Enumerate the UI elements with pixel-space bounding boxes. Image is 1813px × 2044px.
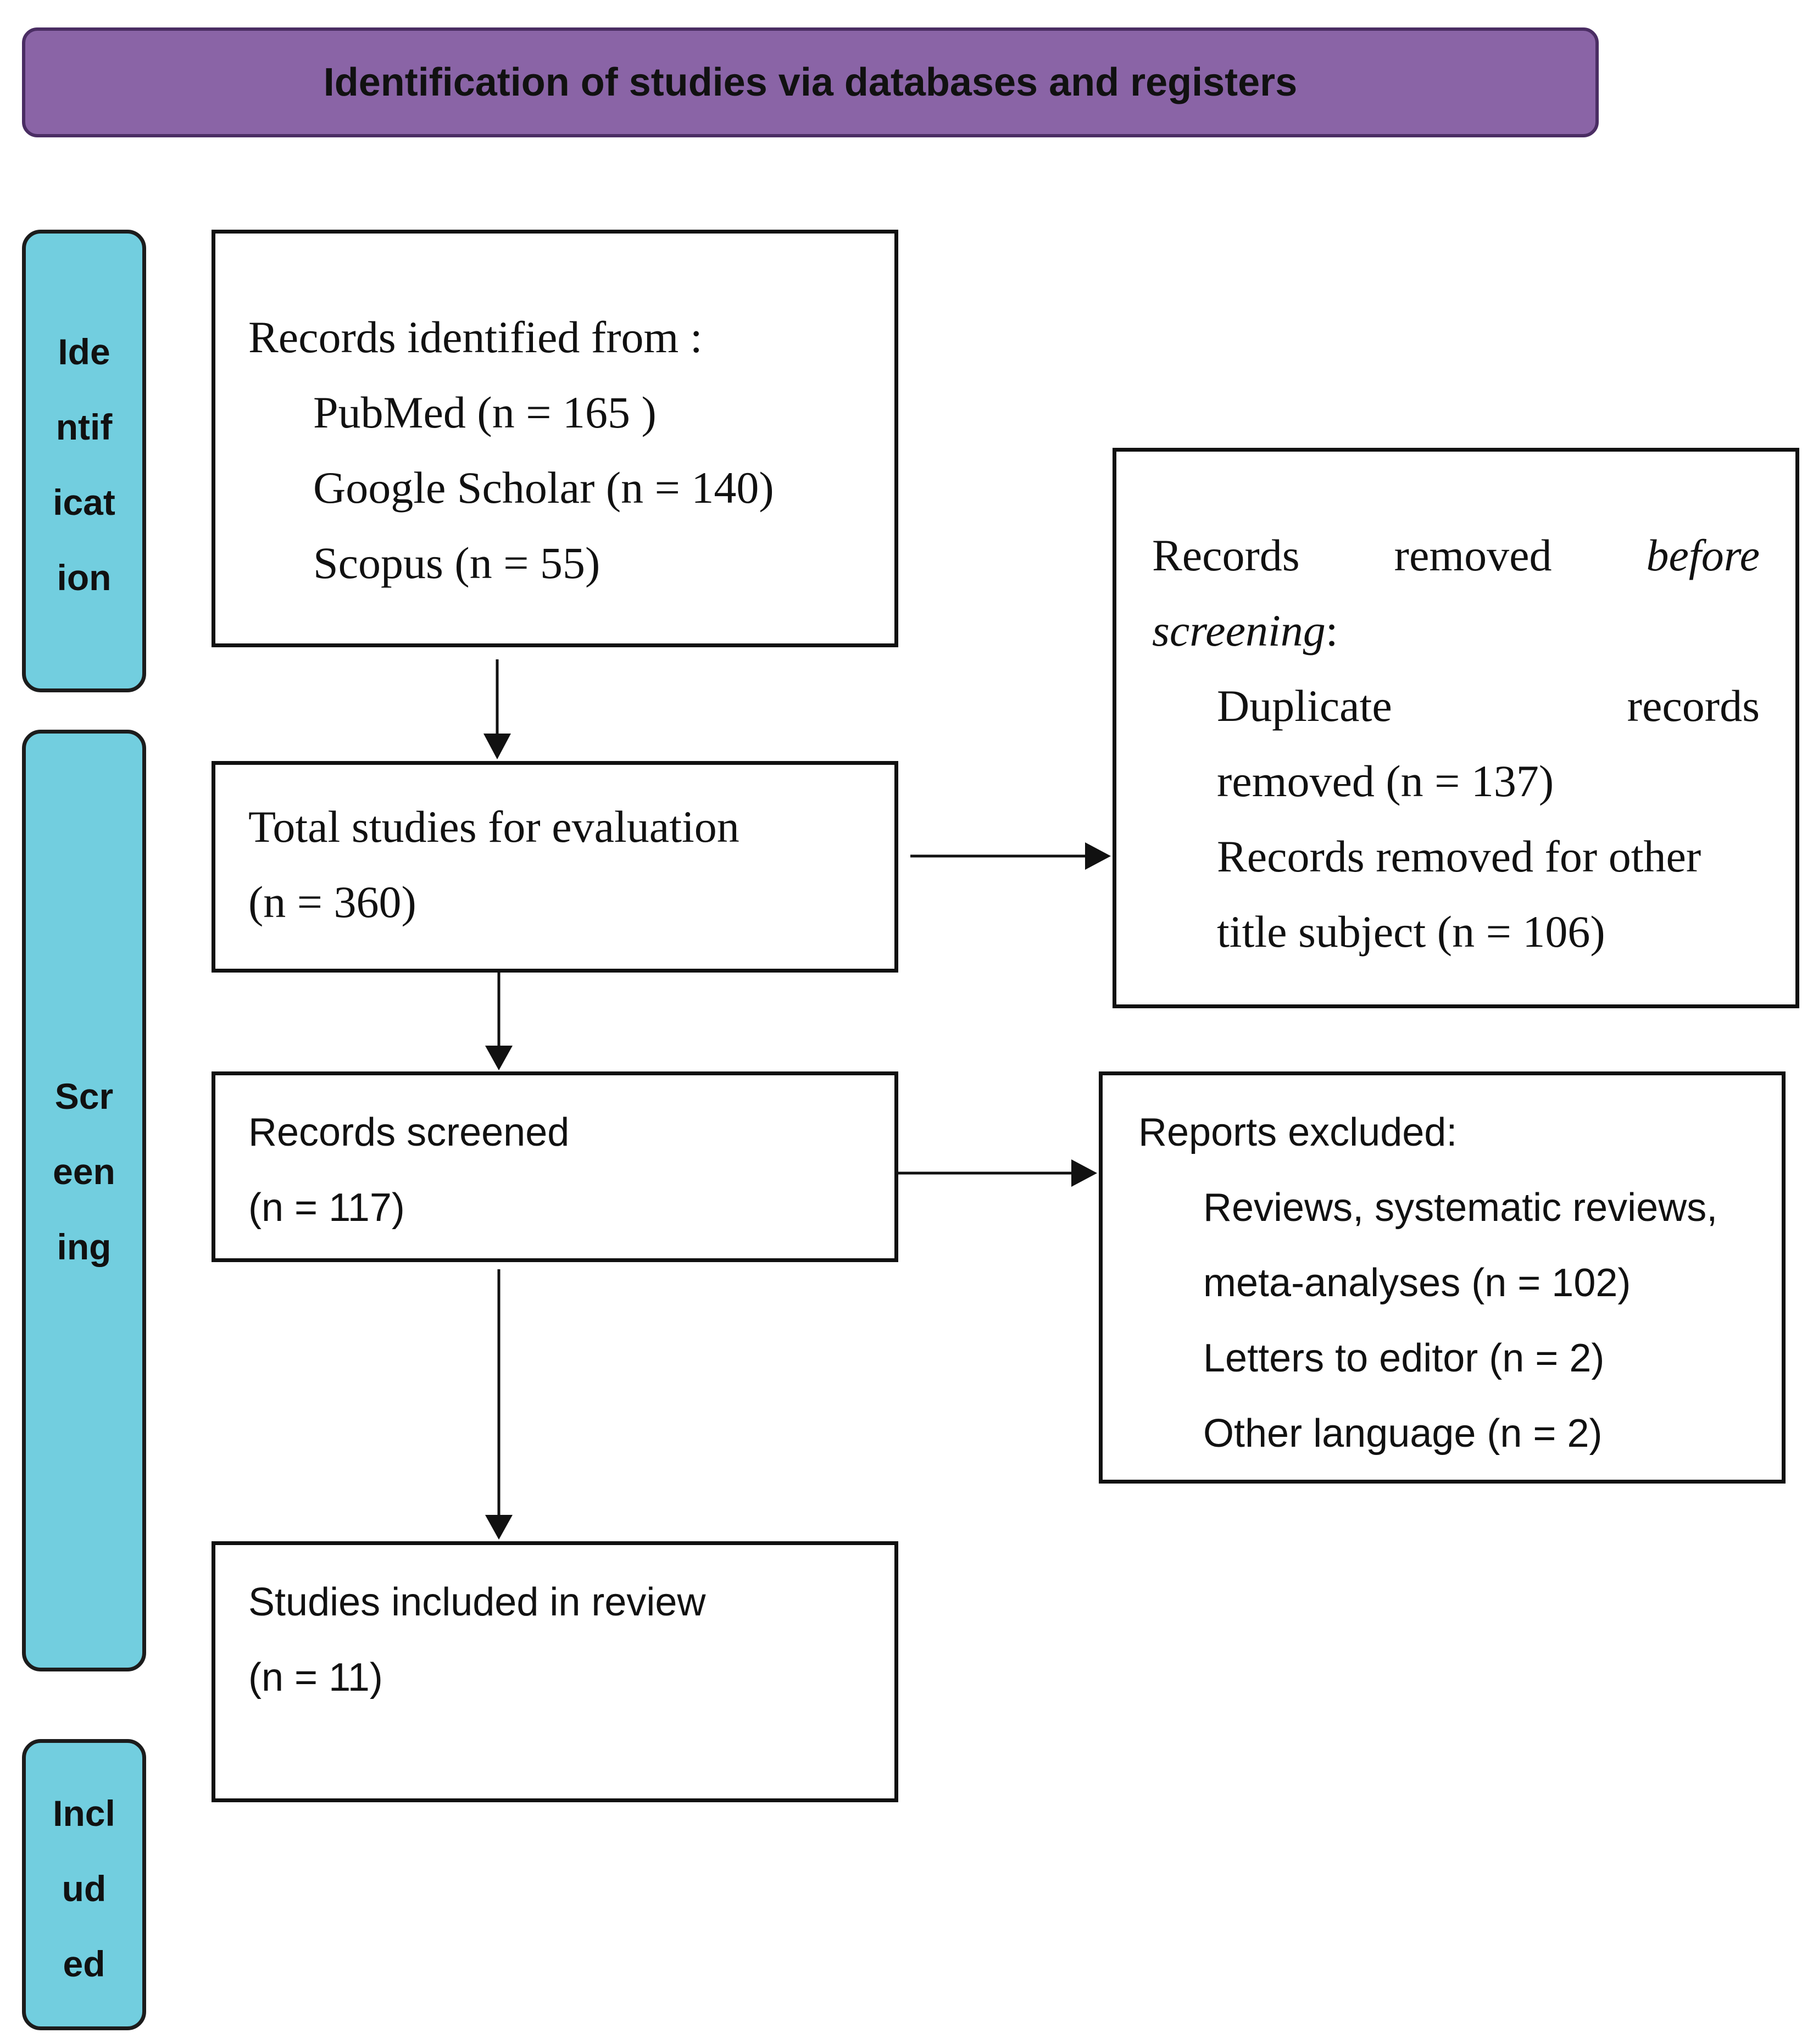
arrowhead <box>1071 1159 1097 1187</box>
arrowhead <box>483 734 511 759</box>
total-studies-label: Total studies for evaluation <box>248 802 739 852</box>
records-removed-box: Records removed before screening: Duplic… <box>1113 448 1799 1008</box>
records-removed-heading-cont: screening: <box>1152 593 1760 668</box>
header-title: Identification of studies via databases … <box>323 60 1298 104</box>
phase-identification-line: Ide <box>58 331 110 372</box>
phase-identification-line: ntif <box>55 407 113 447</box>
records-removed-heading: Records removed before <box>1152 518 1760 593</box>
reports-excluded-heading: Reports excluded: <box>1138 1110 1458 1154</box>
phase-screening-line: ing <box>57 1226 112 1267</box>
source-scopus: Scopus (n = 55) <box>313 538 600 588</box>
total-studies-box: Total studies for evaluation (n = 360) <box>212 761 898 973</box>
heading-word-italic: screening <box>1152 606 1326 656</box>
other-title-count: title subject (n = 106) <box>1217 907 1605 957</box>
records-identified-heading: Records identified from : <box>248 312 703 362</box>
heading-word: removed <box>1394 530 1552 580</box>
other-title-line: Records removed for other <box>1217 831 1701 881</box>
excluded-letters: Letters to editor (n = 2) <box>1203 1336 1605 1380</box>
duplicate-records-line: Duplicate records <box>1152 668 1760 743</box>
phase-identification: Ide ntif icat ion <box>22 230 146 692</box>
duplicate-records-count: removed (n = 137) <box>1217 756 1554 806</box>
heading-colon: : <box>1325 606 1338 656</box>
heading-word: Records <box>1152 530 1300 580</box>
phase-identification-line: icat <box>53 482 115 523</box>
source-google-scholar: Google Scholar (n = 140) <box>313 463 774 513</box>
phase-screening-line: Scr <box>54 1076 114 1117</box>
studies-included-label: Studies included in review <box>248 1580 706 1624</box>
arrowhead <box>485 1046 513 1070</box>
arrowhead <box>485 1515 513 1540</box>
records-screened-box: Records screened (n = 117) <box>212 1071 898 1262</box>
phase-included-line: Incl <box>53 1793 115 1834</box>
phase-included: Incl ud ed <box>22 1739 146 2030</box>
source-pubmed: PubMed (n = 165 ) <box>313 387 657 437</box>
total-studies-count: (n = 360) <box>248 877 416 927</box>
studies-included-count: (n = 11) <box>248 1656 383 1699</box>
records-screened-label: Records screened <box>248 1110 570 1154</box>
arrowhead <box>1085 842 1111 870</box>
excluded-reviews: Reviews, systematic reviews, <box>1203 1186 1718 1230</box>
records-screened-count: (n = 117) <box>248 1186 405 1230</box>
studies-included-box: Studies included in review (n = 11) <box>212 1541 898 1802</box>
phase-included-line: ed <box>63 1943 105 1984</box>
phase-screening-line: een <box>53 1151 115 1192</box>
phase-identification-line: ion <box>57 557 112 598</box>
phase-screening: Scr een ing <box>22 730 146 1671</box>
excluded-meta-analyses: meta-analyses (n = 102) <box>1203 1261 1631 1305</box>
duplicate-word: Duplicate <box>1217 681 1392 731</box>
phase-included-line: ud <box>62 1868 107 1909</box>
duplicate-word: records <box>1627 681 1760 731</box>
excluded-language: Other language (n = 2) <box>1203 1412 1603 1456</box>
heading-word-italic: before <box>1646 530 1760 580</box>
header-banner: Identification of studies via databases … <box>22 27 1599 137</box>
reports-excluded-box: Reports excluded: Reviews, systematic re… <box>1099 1071 1786 1484</box>
records-identified-box: Records identified from : PubMed (n = 16… <box>212 230 898 647</box>
